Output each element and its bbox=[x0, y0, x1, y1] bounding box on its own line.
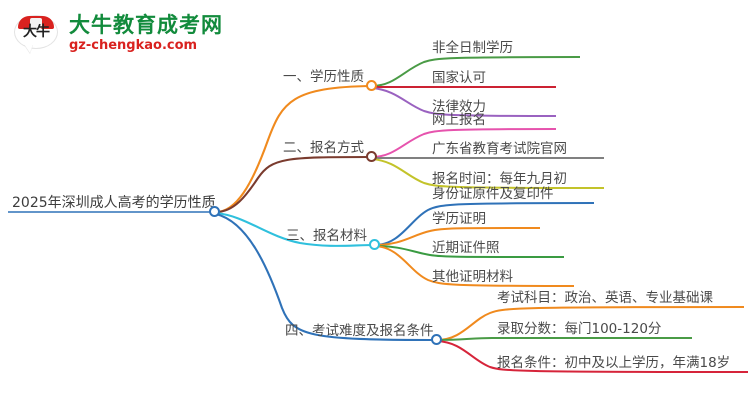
edge-root-branch-2 bbox=[215, 155, 373, 214]
edge-b4-c2 bbox=[436, 337, 692, 341]
root-node-label: 2025年深圳成人高考的学历性质 bbox=[12, 195, 216, 211]
logo-domain: gz-chengkao.com bbox=[69, 38, 198, 53]
logo-title: 大牛教育成考网 bbox=[69, 13, 223, 37]
branch-3-child-2-label: 学历证明 bbox=[432, 211, 486, 227]
logo-bubble-tail bbox=[24, 44, 33, 53]
logo-speech-bubble-icon: 大牛 bbox=[14, 13, 60, 55]
branch-2-child-2-label: 广东省教育考试院官网 bbox=[432, 141, 567, 157]
branch-2-label: 二、报名方式 bbox=[283, 140, 364, 156]
branch-3-label: 三、报名材料 bbox=[286, 228, 367, 244]
branch-4-child-1-label: 考试科目：政治、英语、专业基础课 bbox=[497, 290, 713, 306]
branch-3-child-1-label: 身份证原件及复印件 bbox=[432, 186, 554, 202]
logo-mark-text: 大牛 bbox=[23, 24, 50, 40]
branch-4-dot[interactable] bbox=[431, 334, 442, 345]
branch-1-child-2-label: 国家认可 bbox=[432, 70, 486, 86]
site-logo: 大牛 大牛教育成考网 gz-chengkao.com bbox=[14, 10, 234, 58]
branch-2-child-3-label: 报名时间：每年九月初 bbox=[432, 171, 567, 187]
branch-4-child-3-label: 报名条件：初中及以上学历，年满18岁 bbox=[497, 355, 731, 371]
branch-1-child-1-label: 非全日制学历 bbox=[432, 40, 513, 56]
branch-4-child-2-label: 录取分数：每门100-120分 bbox=[497, 321, 662, 337]
branch-3-child-3-label: 近期证件照 bbox=[432, 240, 500, 256]
branch-3-child-4-label: 其他证明材料 bbox=[432, 269, 513, 285]
branch-1-dot[interactable] bbox=[366, 80, 377, 91]
logo-red-cap bbox=[18, 16, 54, 29]
branch-2-dot[interactable] bbox=[366, 151, 377, 162]
branch-4-label: 四、考试难度及报名条件 bbox=[285, 323, 434, 339]
branch-3-dot[interactable] bbox=[369, 239, 380, 250]
branch-1-child-3-label: 法律效力 bbox=[432, 99, 486, 115]
branch-2-child-1-label: 网上报名 bbox=[432, 112, 486, 128]
branch-1-label: 一、学历性质 bbox=[283, 69, 364, 85]
root-node-dot[interactable] bbox=[209, 206, 220, 217]
logo-text-block: 大牛教育成考网 gz-chengkao.com bbox=[69, 14, 223, 54]
